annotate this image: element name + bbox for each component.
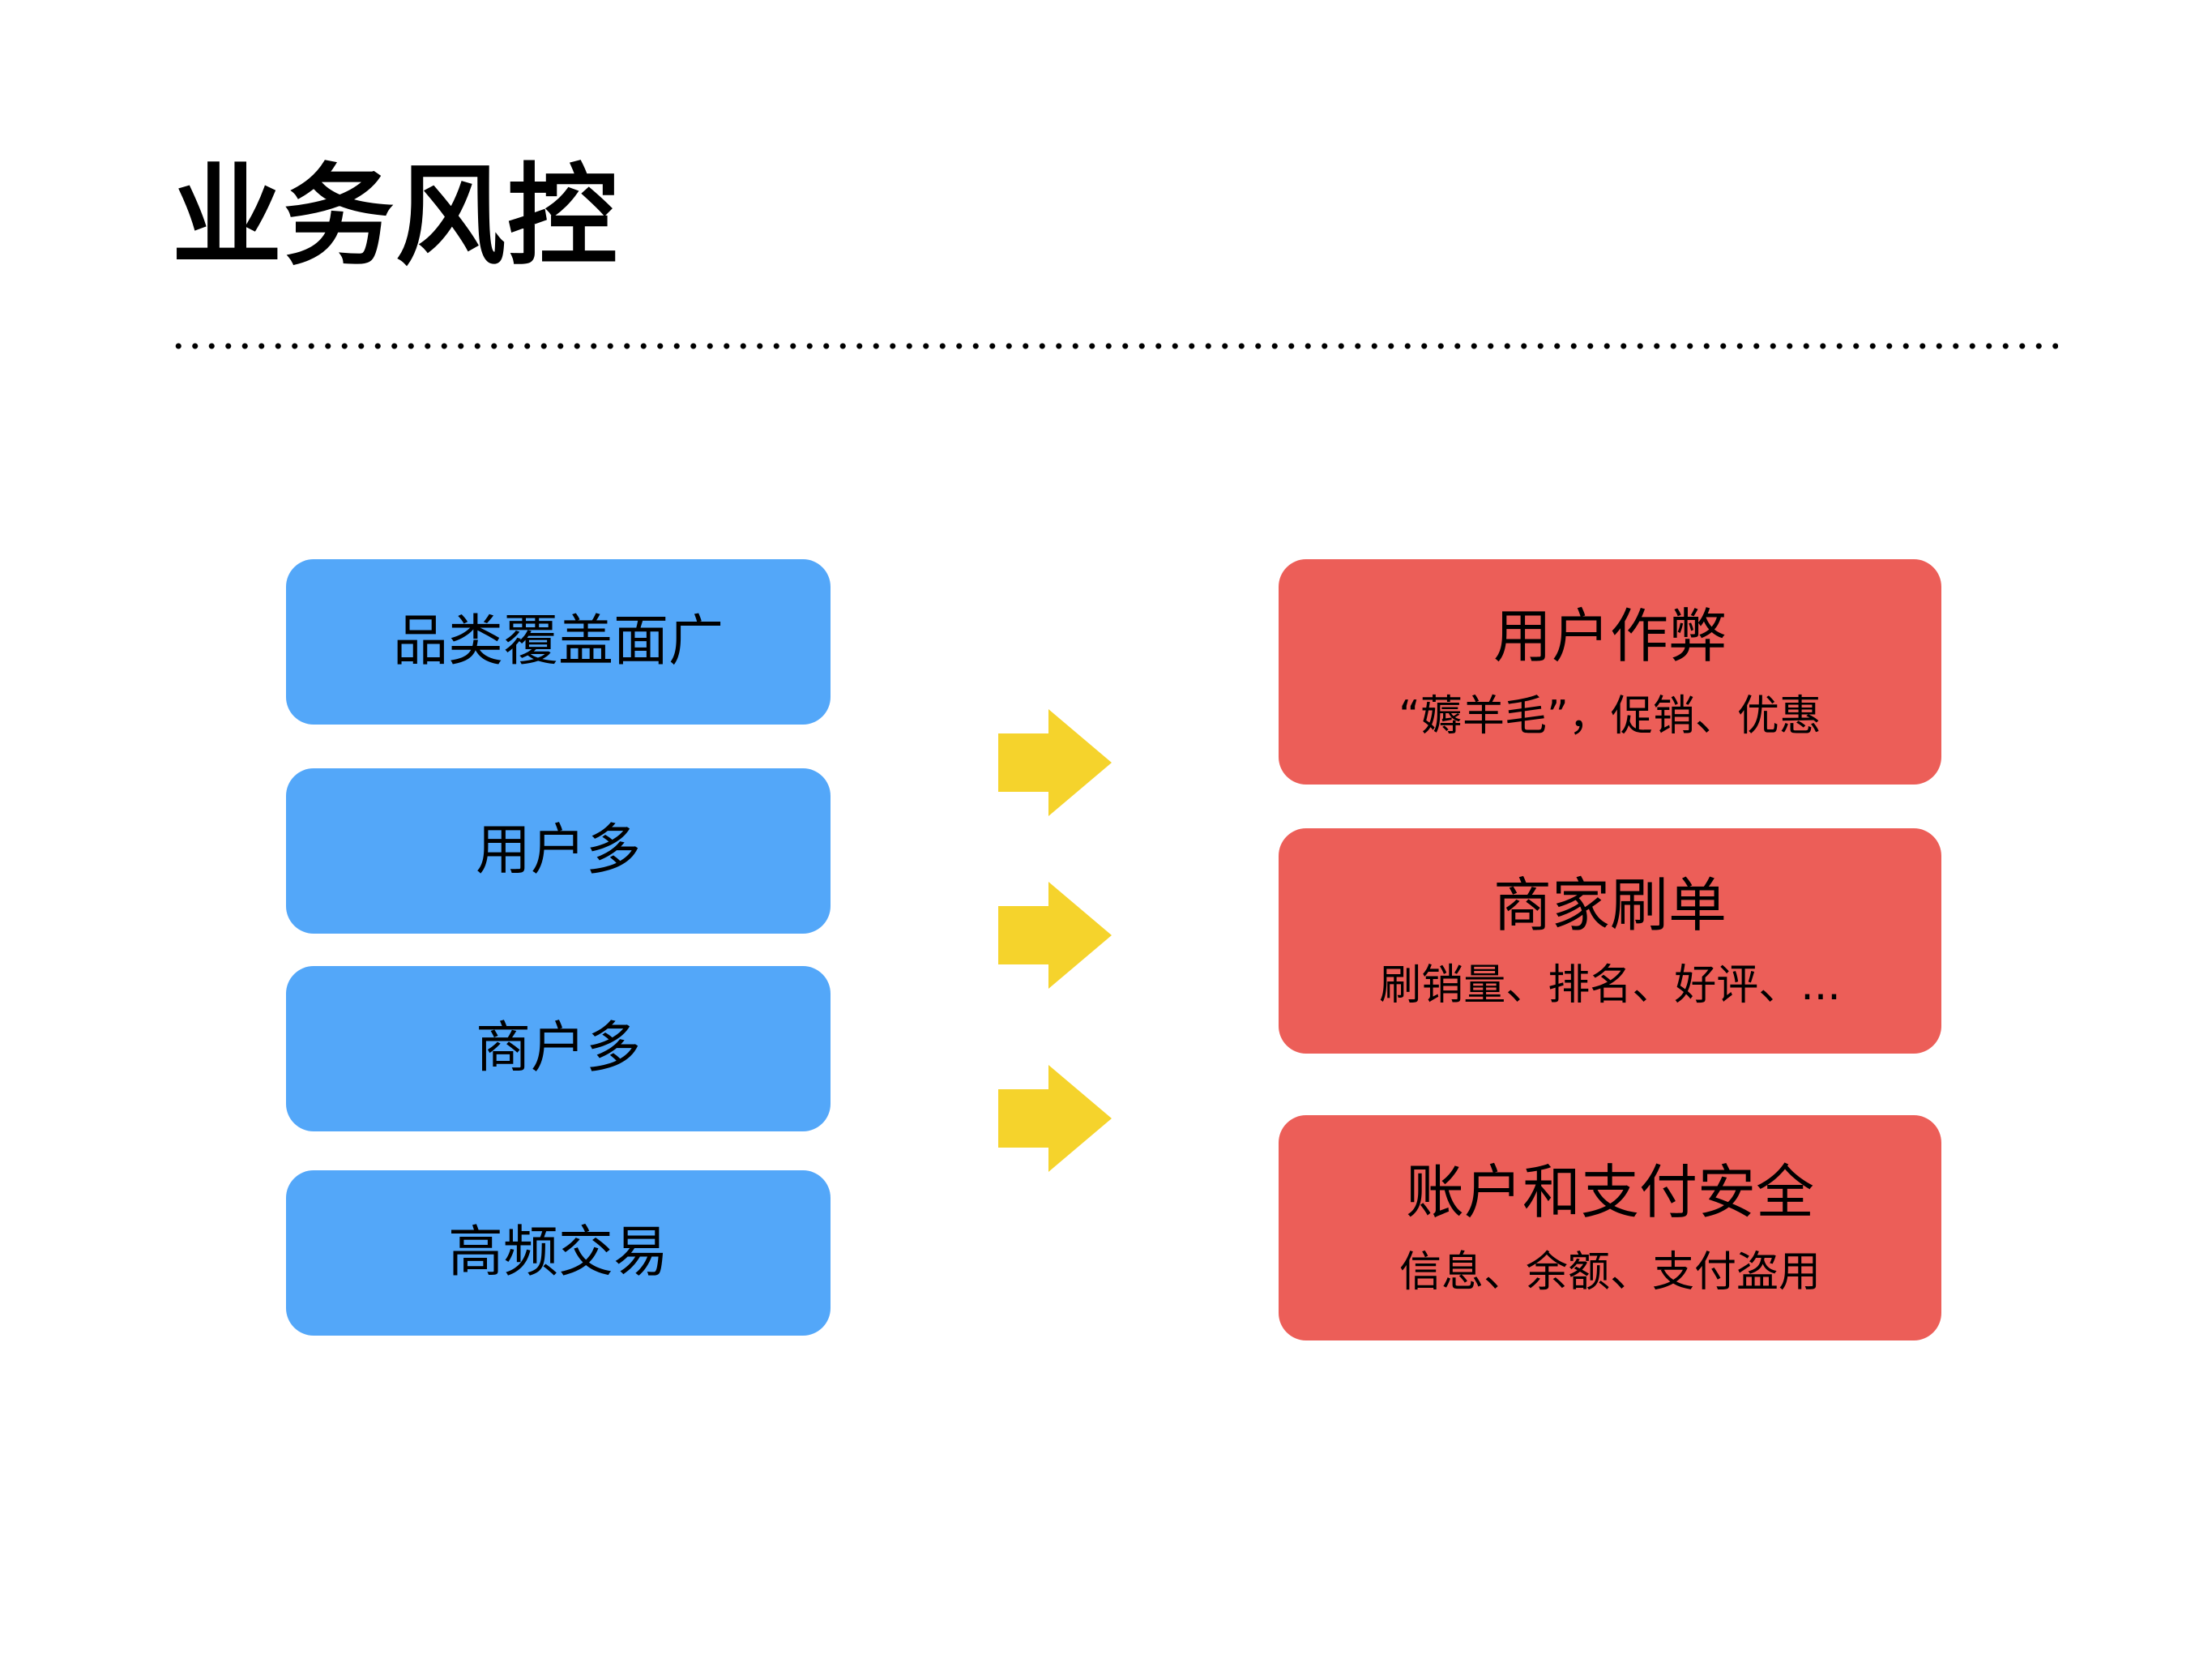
risk-box-user-cheating: 用户作弊 “薅羊毛”，促销、优惠 [1279,559,1941,785]
page-title: 业务风控 [172,153,619,281]
arrow-right-icon [998,1065,1112,1172]
risk-heading: 用户作弊 [1492,601,1727,670]
cause-box-many-users: 用户多 [286,768,831,934]
risk-detail: 信息、余额、支付盗用 [1399,1247,1821,1297]
risk-heading: 商家刷单 [1492,870,1727,939]
cause-label: 用户多 [475,818,641,883]
risk-heading: 账户和支付安全 [1405,1157,1814,1226]
arrow-right-icon [998,709,1112,816]
cause-box-many-merchants: 商户多 [286,966,831,1131]
arrow-right-icon [998,882,1112,989]
cause-label: 品类覆盖面广 [392,609,724,673]
risk-detail: 刷销量、排名、好评、... [1379,960,1841,1010]
dotted-divider [170,342,2058,350]
risk-box-account-payment-security: 账户和支付安全 信息、余额、支付盗用 [1279,1115,1941,1340]
risk-box-merchant-fake-orders: 商家刷单 刷销量、排名、好评、... [1279,828,1941,1054]
cause-label: 高频交易 [447,1220,668,1285]
risk-detail: “薅羊毛”，促销、优惠 [1399,691,1821,741]
cause-label: 商户多 [475,1015,641,1080]
cause-box-category-coverage: 品类覆盖面广 [286,559,831,725]
cause-box-high-frequency-trading: 高频交易 [286,1170,831,1336]
